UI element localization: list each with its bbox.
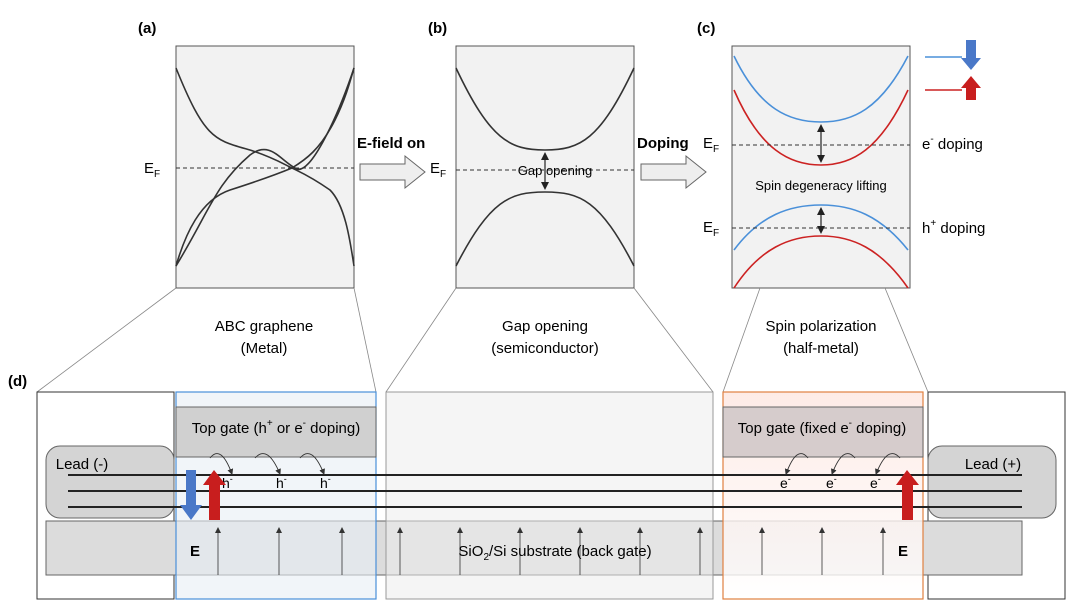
panel-c-label-bg xyxy=(744,175,900,195)
panel-a-plot xyxy=(175,45,355,289)
electron-hop-arrow xyxy=(875,453,901,475)
spin-up-arrow-icon xyxy=(203,470,226,520)
middle-region xyxy=(385,391,714,600)
hole-carrier: h- xyxy=(320,474,331,491)
legend-spin-up-arrow-icon xyxy=(961,76,981,100)
legend-spin-down-arrow-icon xyxy=(961,40,981,70)
doping-arrow xyxy=(640,154,707,190)
doping-arrow-label: Doping xyxy=(637,135,689,152)
panel-c-plot xyxy=(731,45,911,289)
spin-down-arrow-icon xyxy=(180,470,202,520)
hole-carrier: h- xyxy=(276,474,287,491)
right-lead xyxy=(927,445,1057,519)
panel-c-fermi-label-upper: EF xyxy=(703,135,719,155)
panel-c-caption-2: (half-metal) xyxy=(783,340,859,357)
panel-b-caption-1: Gap opening xyxy=(502,318,588,335)
field-arrows xyxy=(215,527,886,575)
panel-b-inner-label: Gap opening xyxy=(518,163,592,178)
panel-b-valence-band xyxy=(455,191,635,267)
panel-a-letter: (a) xyxy=(138,20,156,37)
panel-c-inner-label: Spin degeneracy lifting xyxy=(755,178,887,193)
electron-doping-label: e- doping xyxy=(922,134,983,153)
right-lead-label: Lead (+) xyxy=(965,456,1021,473)
hole-carrier: h- xyxy=(222,474,233,491)
panel-b-caption-2: (semiconductor) xyxy=(491,340,599,357)
hole-hop-arrow xyxy=(299,453,325,475)
right-spin-up-arrow-icon xyxy=(896,470,919,520)
efield-arrow-label: E-field on xyxy=(357,135,425,152)
hole-hop-arrow xyxy=(209,453,234,475)
electron-hop-arrow xyxy=(830,453,856,475)
electron-carrier: e- xyxy=(826,474,837,491)
electron-hop-arrow xyxy=(784,453,809,475)
electron-carrier: e- xyxy=(870,474,881,491)
panel-c-spin-down-conduction xyxy=(733,55,909,123)
panel-c-fermi-label-lower: EF xyxy=(703,219,719,239)
left-lead xyxy=(45,445,175,519)
hole-hop-arrow xyxy=(254,453,281,475)
right-field-label: E xyxy=(898,543,908,560)
panel-b-conduction-band xyxy=(455,67,635,151)
panel-b-letter: (b) xyxy=(428,20,447,37)
panel-c-spin-up-conduction xyxy=(733,89,909,166)
hole-doping-label: h+ doping xyxy=(922,218,985,237)
panel-d-letter: (d) xyxy=(8,373,27,390)
panel-a-fermi-label: EF xyxy=(144,160,160,180)
left-top-gate xyxy=(175,406,377,458)
left-top-gate-label: Top gate (h+ or e- doping) xyxy=(192,418,360,437)
panel-a-band-2 xyxy=(175,67,355,267)
panel-a-caption-2: (Metal) xyxy=(241,340,288,357)
panel-c-letter: (c) xyxy=(697,20,715,37)
electron-carrier: e- xyxy=(780,474,791,491)
panel-a-caption-1: ABC graphene xyxy=(215,318,313,335)
substrate-label: SiO2/Si substrate (back gate) xyxy=(458,543,651,563)
left-lead-label: Lead (-) xyxy=(56,456,109,473)
graphene-layers xyxy=(68,474,1022,508)
panel-c-spin-down-valence xyxy=(733,204,909,251)
panel-c-caption-1: Spin polarization xyxy=(766,318,877,335)
zoom-lines xyxy=(36,287,929,393)
panel-b-fermi-label: EF xyxy=(430,160,446,180)
efield-arrow xyxy=(359,154,426,190)
right-top-gate xyxy=(722,406,924,458)
panel-c-spin-up-valence xyxy=(733,235,909,289)
right-top-gate-label: Top gate (fixed e- doping) xyxy=(738,418,906,437)
left-field-label: E xyxy=(190,543,200,560)
carriers: h-h-h-e-e-e- xyxy=(209,453,901,491)
